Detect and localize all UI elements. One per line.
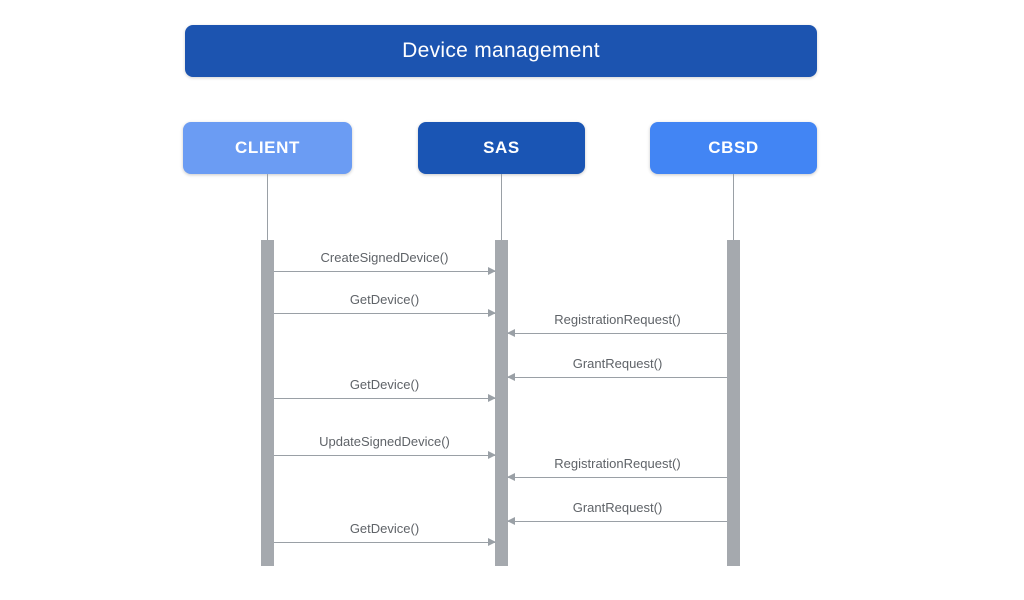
message-client-to-sas: UpdateSignedDevice() bbox=[274, 430, 496, 459]
activation-bar-sas bbox=[495, 240, 508, 566]
lifeline-client bbox=[267, 174, 268, 240]
arrowhead-right-icon bbox=[488, 309, 496, 317]
message-cbsd-to-sas: RegistrationRequest() bbox=[507, 308, 727, 337]
message-client-to-sas: CreateSignedDevice() bbox=[274, 246, 496, 275]
arrowhead-right-icon bbox=[488, 451, 496, 459]
arrowhead-left-icon bbox=[507, 373, 515, 381]
message-line bbox=[507, 517, 727, 525]
arrowhead-right-icon bbox=[488, 538, 496, 546]
message-label: GetDevice() bbox=[349, 292, 420, 307]
message-client-to-sas: GetDevice() bbox=[274, 373, 496, 402]
activation-bar-client bbox=[261, 240, 274, 566]
lifeline-sas bbox=[501, 174, 502, 240]
message-cbsd-to-sas: RegistrationRequest() bbox=[507, 452, 727, 481]
actor-label-client: CLIENT bbox=[235, 138, 300, 157]
arrowhead-left-icon bbox=[507, 473, 515, 481]
message-label: GetDevice() bbox=[349, 377, 420, 392]
arrowhead-right-icon bbox=[488, 394, 496, 402]
message-line bbox=[274, 538, 496, 546]
lifeline-cbsd bbox=[733, 174, 734, 240]
activation-bar-cbsd bbox=[727, 240, 740, 566]
message-line bbox=[507, 373, 727, 381]
actor-sas: SAS bbox=[418, 122, 585, 174]
message-label: CreateSignedDevice() bbox=[320, 250, 449, 265]
arrowhead-left-icon bbox=[507, 517, 515, 525]
message-label: RegistrationRequest() bbox=[554, 312, 681, 327]
message-client-to-sas: GetDevice() bbox=[274, 517, 496, 546]
message-line bbox=[274, 267, 496, 275]
diagram-title: Device management bbox=[402, 39, 600, 62]
message-line bbox=[274, 309, 496, 317]
message-label: GrantRequest() bbox=[572, 500, 663, 515]
message-label: GetDevice() bbox=[349, 521, 420, 536]
message-label: UpdateSignedDevice() bbox=[319, 434, 450, 449]
message-line bbox=[507, 329, 727, 337]
actor-client: CLIENT bbox=[183, 122, 352, 174]
arrowhead-left-icon bbox=[507, 329, 515, 337]
actor-cbsd: CBSD bbox=[650, 122, 817, 174]
actor-label-sas: SAS bbox=[483, 138, 520, 157]
message-label: RegistrationRequest() bbox=[554, 456, 681, 471]
message-line bbox=[274, 451, 496, 459]
message-cbsd-to-sas: GrantRequest() bbox=[507, 496, 727, 525]
message-cbsd-to-sas: GrantRequest() bbox=[507, 352, 727, 381]
actor-label-cbsd: CBSD bbox=[708, 138, 759, 157]
message-label: GrantRequest() bbox=[572, 356, 663, 371]
message-client-to-sas: GetDevice() bbox=[274, 288, 496, 317]
message-line bbox=[274, 394, 496, 402]
arrowhead-right-icon bbox=[488, 267, 496, 275]
message-line bbox=[507, 473, 727, 481]
diagram-title-box: Device management bbox=[185, 25, 817, 77]
